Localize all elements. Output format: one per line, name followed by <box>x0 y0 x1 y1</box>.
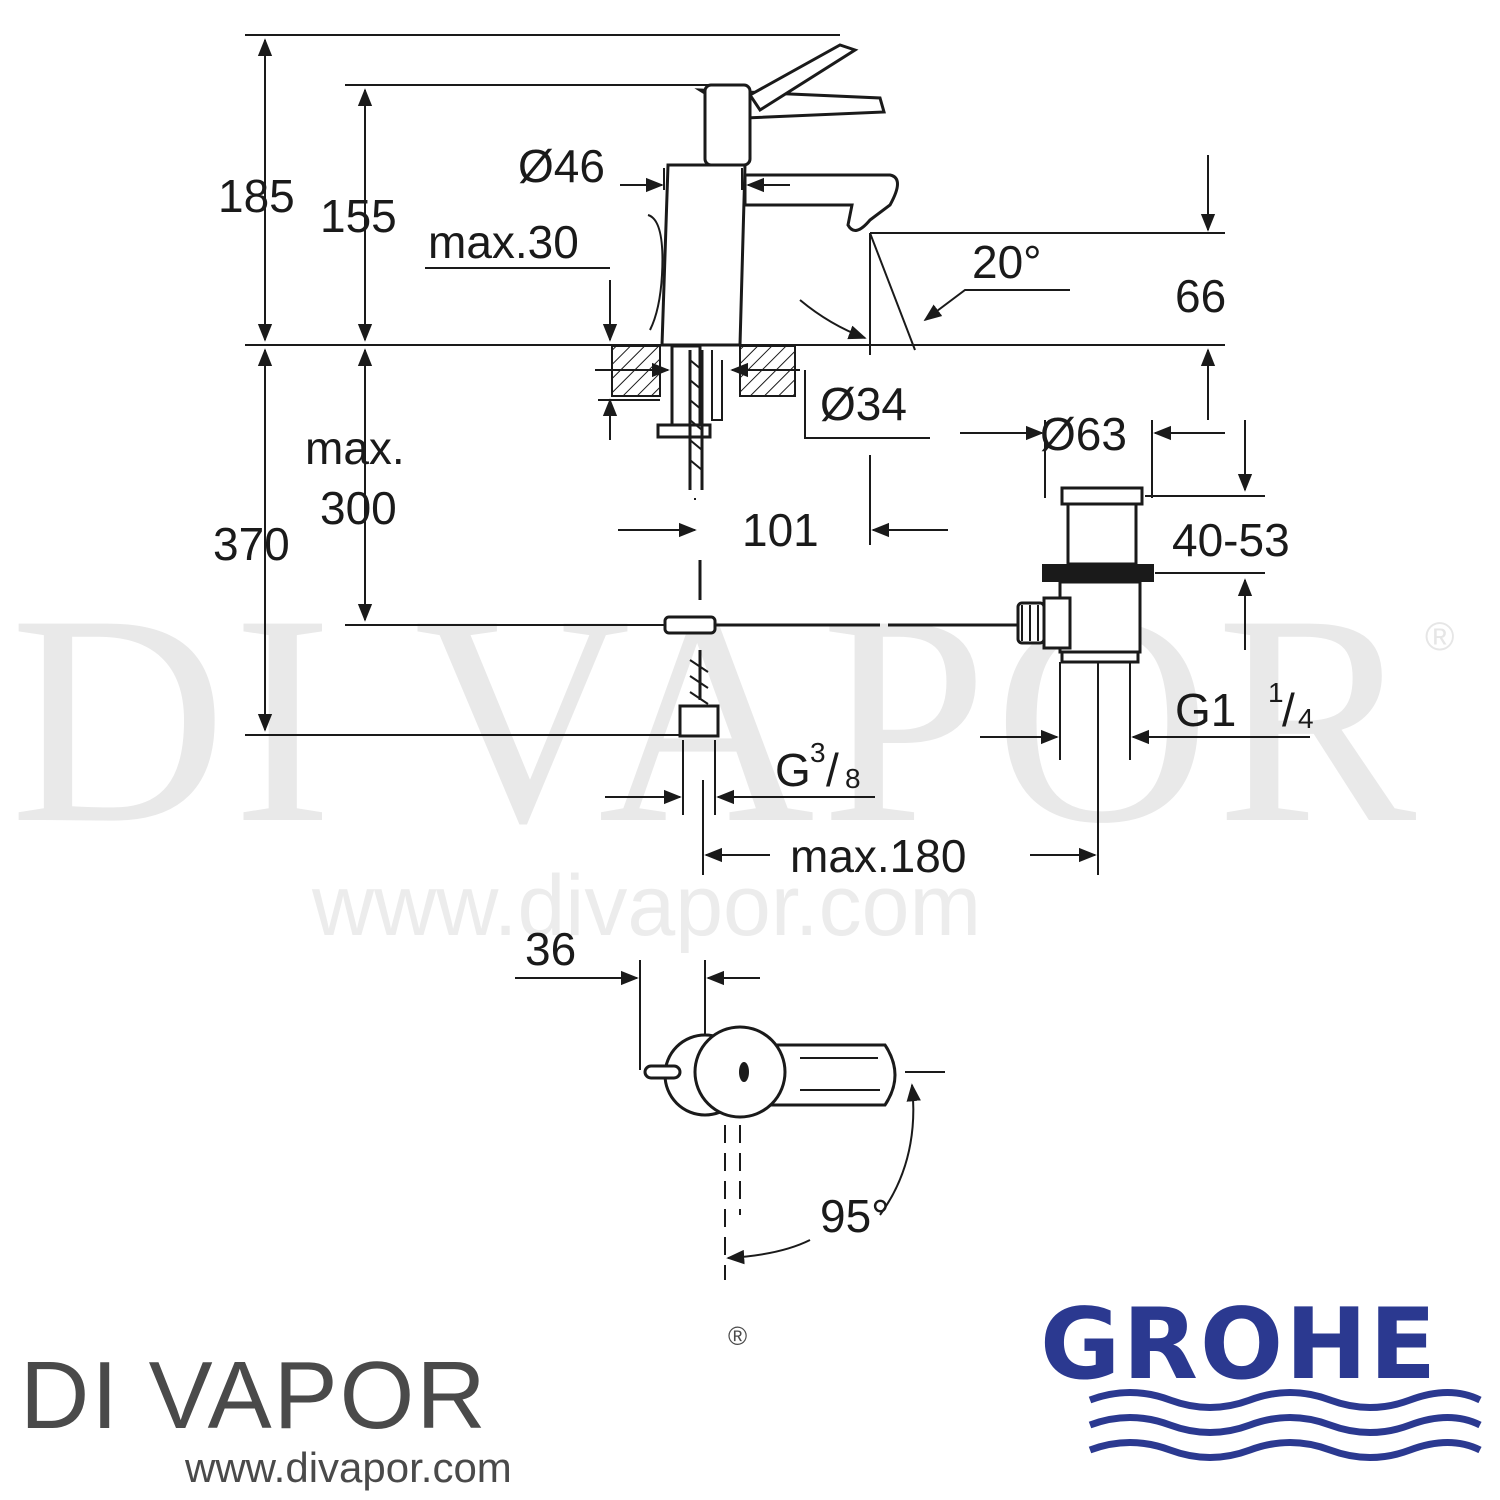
label-waste-range: 40-53 <box>1172 514 1290 566</box>
brand-url: www.divapor.com <box>184 1444 512 1491</box>
label-depth-below: 370 <box>213 518 290 570</box>
label-spout-angle: 20° <box>972 236 1042 288</box>
label-waste-thread-slash: / <box>1282 684 1295 736</box>
label-waste-thread: G1 <box>1175 684 1236 736</box>
watermark-reg-mark: ® <box>1425 615 1454 659</box>
grohe-logo: GROHE <box>1040 1288 1482 1461</box>
label-supply-thread-den: 8 <box>845 763 861 794</box>
brand-reg-mark: ® <box>728 1321 747 1351</box>
faucet-top-view <box>515 960 945 1280</box>
label-max-pipe-value: 300 <box>320 482 397 534</box>
waste-assembly <box>1016 486 1154 664</box>
reach-dimension-lines <box>618 455 948 545</box>
faucet-side-view <box>611 43 1018 738</box>
spout-angle-lines <box>799 232 1225 355</box>
label-lever-rotation: 95° <box>820 1190 890 1242</box>
label-lever-offset: 36 <box>525 923 576 975</box>
diameter-leaders <box>595 168 930 439</box>
label-max-distance: max.180 <box>790 830 966 882</box>
grohe-wordmark: GROHE <box>1040 1288 1438 1402</box>
label-supply-thread-num: 3 <box>810 737 826 768</box>
waste-dimension-lines <box>960 420 1265 650</box>
label-diameter-body: Ø46 <box>518 140 605 192</box>
brand-name: DI VAPOR <box>20 1342 488 1449</box>
label-max-deck: max.30 <box>428 216 579 268</box>
label-height-spout-top: 155 <box>320 190 397 242</box>
label-waste-thread-den: 4 <box>1298 703 1314 734</box>
watermark-url: www.divapor.com <box>311 858 981 954</box>
waste-thread-dimension-lines <box>980 662 1310 760</box>
label-supply-thread: G <box>775 744 811 796</box>
distance-dimension-lines <box>702 662 1099 875</box>
label-max-pipe: max. <box>305 422 405 474</box>
label-waste-thread-num: 1 <box>1268 677 1284 708</box>
label-supply-thread-slash: / <box>826 744 839 796</box>
watermark: DI VAPOR ® www.divapor.com <box>10 553 1454 954</box>
label-diameter-hole: Ø34 <box>820 378 907 430</box>
height-dimension-lines <box>257 38 660 732</box>
divapor-logo: DI VAPOR ® www.divapor.com <box>20 1321 747 1491</box>
dimension-labels: 185 155 Ø46 max.30 20° 66 Ø34 Ø63 max. 3… <box>213 140 1314 1242</box>
label-diameter-waste: Ø63 <box>1040 408 1127 460</box>
label-height-total: 185 <box>218 170 295 222</box>
label-reach: 101 <box>742 504 819 556</box>
supply-thread-dimension-lines <box>605 740 875 815</box>
label-spout-height: 66 <box>1175 270 1226 322</box>
